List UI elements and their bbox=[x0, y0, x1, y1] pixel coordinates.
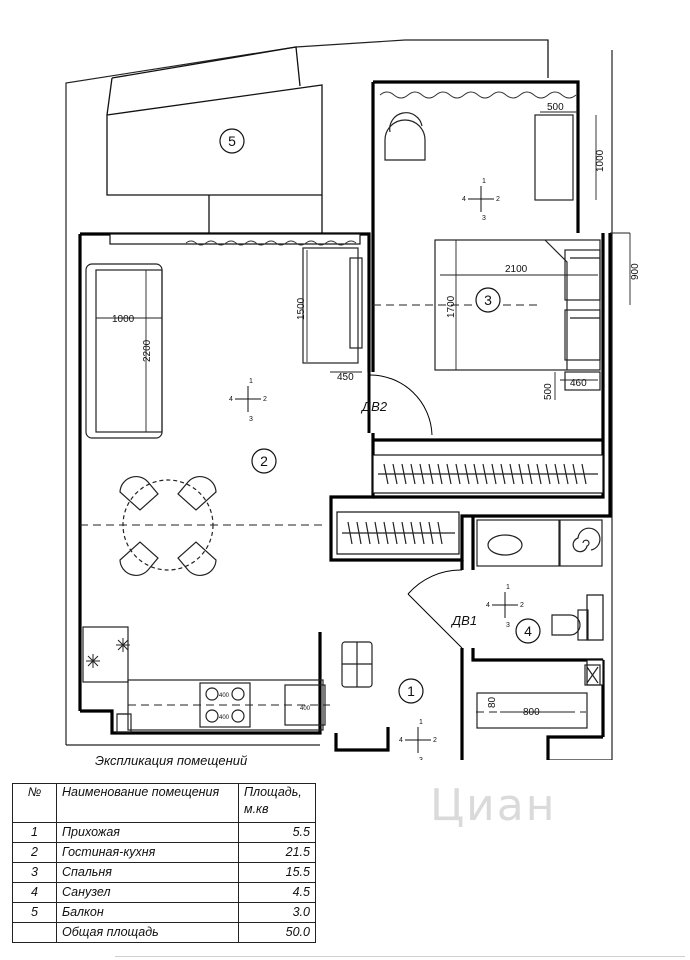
row-area: 3.0 bbox=[238, 902, 316, 923]
svg-text:4: 4 bbox=[462, 196, 466, 203]
row-area: 15.5 bbox=[238, 862, 316, 883]
dim-bed-height: 1700 bbox=[446, 295, 457, 318]
room-number-2: 2 bbox=[260, 453, 268, 469]
row-name: Гостиная-кухня bbox=[56, 842, 239, 863]
svg-text:3: 3 bbox=[249, 416, 253, 423]
svg-text:2: 2 bbox=[433, 737, 437, 744]
dim-tub-height: 80 bbox=[487, 696, 498, 708]
dim-sofa-width: 1000 bbox=[112, 314, 135, 325]
row-no: 1 bbox=[12, 822, 57, 843]
dimension-texts: 500 1000 2100 1700 900 460 500 1000 2200… bbox=[112, 102, 641, 718]
stove-label: 400 bbox=[219, 715, 230, 721]
sink-label: 400 bbox=[300, 706, 311, 712]
bedroom-furniture bbox=[384, 112, 601, 391]
svg-text:1: 1 bbox=[249, 378, 253, 385]
row-no: 3 bbox=[12, 862, 57, 883]
svg-text:3: 3 bbox=[419, 757, 423, 760]
compass-icons bbox=[235, 186, 518, 753]
row-area: 50.0 bbox=[238, 922, 316, 943]
chair-icon bbox=[177, 541, 217, 577]
room-number-1: 1 bbox=[407, 683, 415, 699]
row-name: Санузел bbox=[56, 882, 239, 903]
explication-table: № Наименование помещения Площадь, м.кв 1… bbox=[12, 783, 316, 943]
dim-sofa-height: 2200 bbox=[142, 339, 153, 362]
dim-desk-height: 1000 bbox=[595, 149, 606, 172]
svg-text:2: 2 bbox=[263, 396, 267, 403]
table-total-row: Общая площадь 50.0 bbox=[12, 922, 316, 943]
room-number-circles bbox=[219, 128, 541, 704]
svg-text:3: 3 bbox=[506, 622, 510, 629]
svg-text:2: 2 bbox=[496, 196, 500, 203]
dimension-lines bbox=[96, 111, 631, 713]
table-row: 4 Санузел 4.5 bbox=[12, 882, 316, 903]
dim-tv-height: 1500 bbox=[296, 297, 307, 320]
table-row: 2 Гостиная-кухня 21.5 bbox=[12, 842, 316, 863]
row-area: 4.5 bbox=[238, 882, 316, 903]
svg-text:1: 1 bbox=[419, 719, 423, 726]
room-number-4: 4 bbox=[524, 623, 532, 639]
door-label-dv2: ДВ2 bbox=[360, 399, 388, 414]
svg-text:1: 1 bbox=[506, 584, 510, 591]
row-area: 5.5 bbox=[238, 822, 316, 843]
row-no: 2 bbox=[12, 842, 57, 863]
svg-text:1: 1 bbox=[482, 178, 486, 185]
row-name: Балкон bbox=[56, 902, 239, 923]
doors bbox=[367, 372, 463, 649]
explication-caption: Экспликация помещений bbox=[95, 753, 248, 768]
room-number-3: 3 bbox=[484, 292, 492, 308]
table-row: 3 Спальня 15.5 bbox=[12, 862, 316, 883]
section-lines bbox=[80, 304, 586, 713]
svg-text:2: 2 bbox=[520, 602, 524, 609]
curtains bbox=[185, 91, 577, 246]
row-area: 21.5 bbox=[238, 842, 316, 863]
wall-fills bbox=[109, 233, 604, 686]
door-labels: ДВ1 ДВ2 bbox=[360, 399, 477, 628]
door-label-dv1: ДВ1 bbox=[450, 613, 477, 628]
footer-divider bbox=[115, 956, 685, 957]
wardrobe-hangers bbox=[342, 463, 598, 545]
dim-nightstand-width: 460 bbox=[570, 378, 587, 389]
table-header-row: № Наименование помещения Площадь, м.кв bbox=[12, 783, 316, 823]
dim-nightstand-height: 500 bbox=[543, 383, 554, 400]
dim-door-gap: 450 bbox=[337, 372, 354, 383]
row-name: Спальня bbox=[56, 862, 239, 883]
room-number-5: 5 bbox=[228, 133, 236, 149]
chair-icon bbox=[119, 475, 159, 511]
room-numbers: 1 2 3 4 5 bbox=[228, 133, 532, 699]
armchair-icon bbox=[384, 119, 426, 161]
svg-text:3: 3 bbox=[482, 215, 486, 222]
header-no: № bbox=[12, 783, 57, 823]
header-area: Площадь, м.кв bbox=[238, 783, 316, 823]
fridge-snowflake-icons bbox=[86, 638, 130, 668]
kitchen-labels: 400 400 400 bbox=[219, 693, 311, 721]
chair-icon bbox=[177, 475, 217, 511]
row-no bbox=[12, 922, 57, 943]
svg-text:4: 4 bbox=[399, 737, 403, 744]
outer-envelope bbox=[65, 39, 613, 760]
svg-text:4: 4 bbox=[229, 396, 233, 403]
bathroom-fixtures bbox=[476, 519, 603, 729]
stove-label: 400 bbox=[219, 693, 230, 699]
watermark-logo: Циан bbox=[430, 780, 557, 831]
row-name: Общая площадь bbox=[56, 922, 239, 943]
spiral-icon bbox=[572, 527, 601, 553]
walls bbox=[78, 80, 612, 760]
compass-digits: 1 2 3 4 1 2 3 4 1 2 3 4 1 2 3 4 bbox=[229, 178, 524, 760]
toilet-icon bbox=[551, 614, 581, 636]
row-no: 5 bbox=[12, 902, 57, 923]
floor-plan: 1 2 3 4 5 ДВ1 ДВ2 500 1000 2100 1700 900… bbox=[65, 39, 641, 760]
svg-text:4: 4 bbox=[486, 602, 490, 609]
header-name: Наименование помещения bbox=[56, 783, 239, 823]
dim-bed-offset: 900 bbox=[630, 263, 641, 280]
row-name: Прихожая bbox=[56, 822, 239, 843]
balcony-5 bbox=[106, 46, 323, 234]
table-row: 1 Прихожая 5.5 bbox=[12, 822, 316, 843]
dim-bed-width: 2100 bbox=[505, 264, 528, 275]
chair-icon bbox=[119, 541, 159, 577]
dim-tub-width: 800 bbox=[523, 707, 540, 718]
row-no: 4 bbox=[12, 882, 57, 903]
table-row: 5 Балкон 3.0 bbox=[12, 902, 316, 923]
dim-desk-width: 500 bbox=[547, 102, 564, 113]
